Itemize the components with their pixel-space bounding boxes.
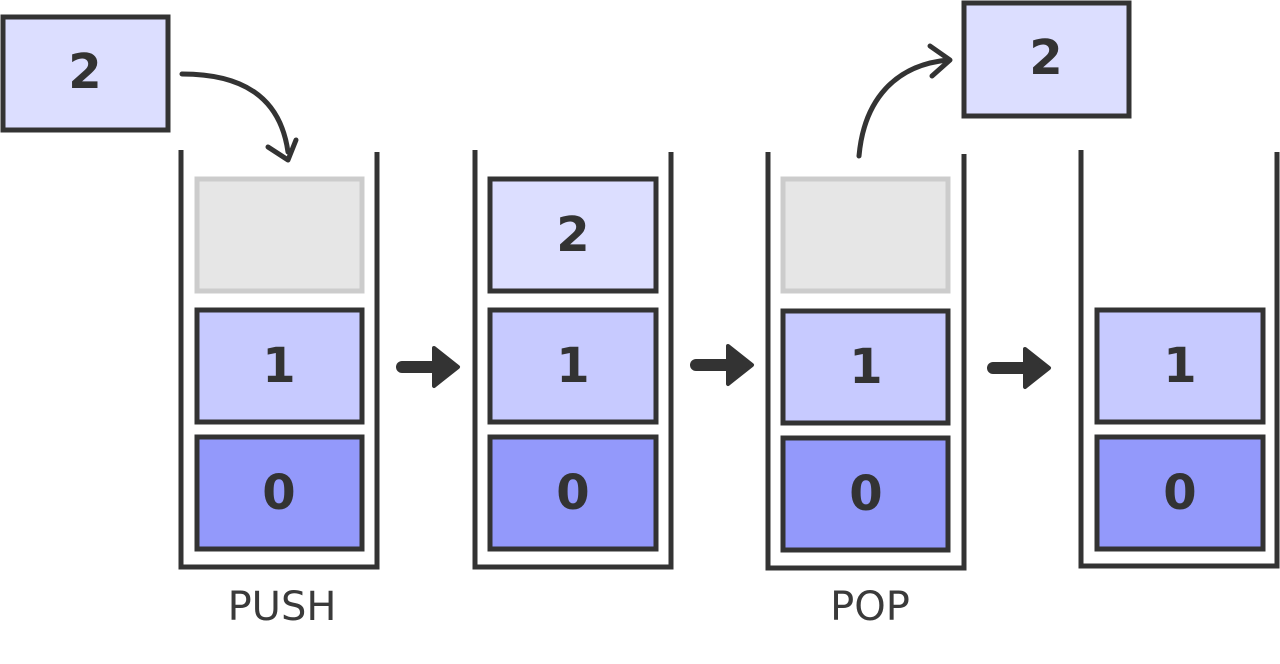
- push-floating-box: 2: [0, 14, 171, 133]
- transition-arrow-1-head: [432, 346, 460, 388]
- push-floating-rect: [0, 14, 171, 133]
- stack-1-element-1-label: 1: [262, 338, 295, 394]
- stack-1-container: [178, 150, 380, 570]
- push-floating-value: 2: [68, 44, 101, 100]
- stack-2-element-0-label: 0: [556, 465, 589, 521]
- stack-3-container: [765, 152, 967, 571]
- stack-3-element-1: [780, 308, 951, 426]
- stack-2: 2 1 0: [472, 150, 674, 570]
- stack-4: 1 0: [1078, 150, 1280, 569]
- stack-3-element-0-label: 0: [849, 466, 882, 522]
- transition-arrow-3-head: [1023, 347, 1051, 389]
- stack-4-container: [1078, 150, 1280, 569]
- stack-1-empty-slot: [194, 176, 365, 294]
- stack-1-element-1: [194, 307, 365, 425]
- transition-arrow-1: [396, 346, 460, 388]
- stack-1-element-0: [194, 434, 365, 552]
- stack-1-element-0-label: 0: [262, 465, 295, 521]
- stack-4-element-0: [1094, 434, 1266, 552]
- pop-caption: POP: [830, 584, 910, 630]
- push-caption: PUSH: [228, 584, 337, 630]
- push-arrow-curve: [179, 71, 291, 155]
- stack-4-element-1-label: 1: [1163, 338, 1196, 394]
- pop-floating-value: 2: [1029, 30, 1062, 86]
- stack-3-empty-slot: [780, 176, 951, 294]
- push-arrow-head: [265, 137, 299, 163]
- stack-3-element-1-label: 1: [849, 339, 882, 395]
- stack-3: 1 0 POP: [765, 152, 967, 630]
- stack-4-element-0-label: 0: [1163, 465, 1196, 521]
- push-curved-arrow: [179, 71, 299, 163]
- transition-arrow-2: [690, 344, 754, 386]
- stack-1: 1 0 PUSH: [178, 150, 380, 630]
- pop-arrow-curve: [856, 57, 951, 159]
- stack-2-element-0: [487, 434, 659, 552]
- stack-4-element-1: [1094, 307, 1266, 425]
- stack-2-element-2: [487, 176, 659, 294]
- stack-2-element-1: [487, 307, 659, 425]
- stack-2-container: [472, 150, 674, 570]
- stack-3-element-0: [780, 435, 951, 553]
- pop-arrow-head: [927, 43, 953, 79]
- transition-arrow-2-head: [726, 344, 754, 386]
- pop-floating-box: 2: [961, 0, 1132, 119]
- pop-curved-arrow: [856, 43, 953, 159]
- stack-2-element-2-label: 2: [556, 207, 589, 263]
- pop-floating-rect: [961, 0, 1132, 119]
- stack-2-element-1-label: 1: [556, 338, 589, 394]
- transition-arrow-3: [987, 347, 1051, 389]
